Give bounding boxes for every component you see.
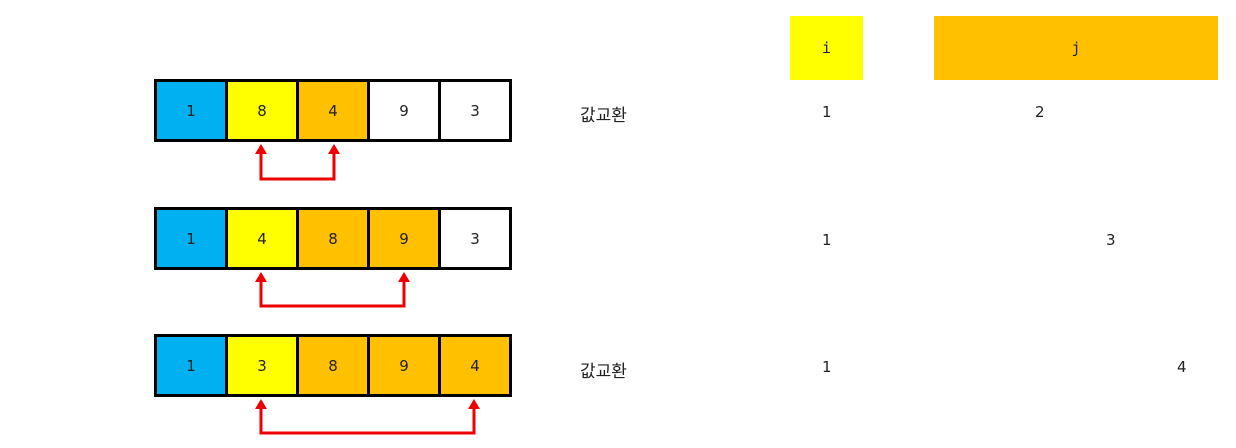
swap-label: 값교환 xyxy=(580,106,627,126)
array-cell: 9 xyxy=(370,337,438,394)
j-value: 2 xyxy=(1035,103,1045,121)
j-value: 4 xyxy=(1177,358,1187,376)
swap-arrow xyxy=(255,144,340,181)
array-row: 1 8 4 9 3 xyxy=(154,79,512,142)
array-cell: 3 xyxy=(441,82,509,139)
array-cell: 3 xyxy=(441,210,509,267)
array-cell: 9 xyxy=(370,82,438,139)
i-value: 1 xyxy=(822,231,832,249)
array-row: 1 4 8 9 3 xyxy=(154,207,512,270)
array-cell: 9 xyxy=(370,210,438,267)
array-cell: 8 xyxy=(299,337,367,394)
array-cell: 1 xyxy=(157,210,225,267)
array-cell: 4 xyxy=(441,337,509,394)
array-cell: 8 xyxy=(299,210,367,267)
array-cell: 3 xyxy=(228,337,296,394)
i-column-header: i xyxy=(790,16,863,80)
array-cell: 1 xyxy=(157,337,225,394)
i-value: 1 xyxy=(822,358,832,376)
array-cell: 4 xyxy=(299,82,367,139)
i-value: 1 xyxy=(822,103,832,121)
array-row: 1 3 8 9 4 xyxy=(154,334,512,397)
j-header-label: j xyxy=(1071,39,1081,57)
j-column-header: j xyxy=(934,16,1218,80)
array-cell: 4 xyxy=(228,210,296,267)
swap-arrow xyxy=(255,272,410,308)
swap-label: 값교환 xyxy=(580,362,627,382)
swap-arrow xyxy=(255,399,480,435)
i-header-label: i xyxy=(821,39,832,57)
j-value: 3 xyxy=(1106,231,1116,249)
array-cell: 1 xyxy=(157,82,225,139)
array-cell: 8 xyxy=(228,82,296,139)
